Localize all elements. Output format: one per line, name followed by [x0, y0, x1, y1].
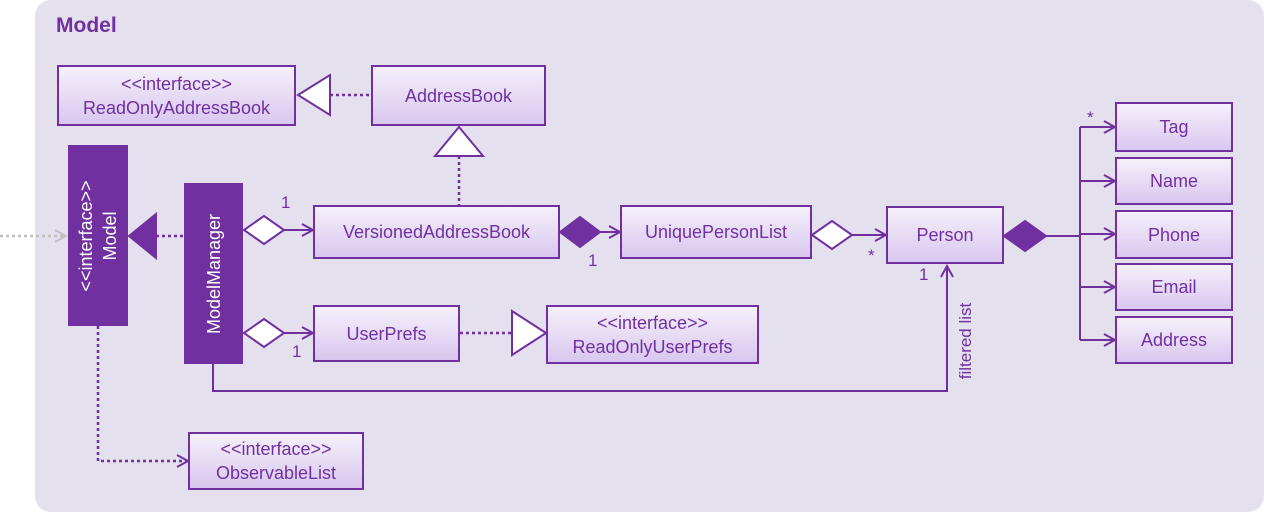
class-name: ReadOnlyUserPrefs — [572, 336, 733, 357]
class-name: UserPrefs — [346, 323, 427, 344]
package-title: Model — [56, 14, 117, 37]
manager-versioned-diamond — [242, 214, 286, 246]
model-interface-class: <<interface>> Model — [68, 145, 128, 326]
manager-userprefs-diamond — [242, 317, 286, 349]
class-name: Tag — [1159, 117, 1189, 137]
filtered-list-line — [212, 266, 947, 392]
multiplicity-manager-versioned: 1 — [281, 193, 291, 212]
addressbook-realization-head — [296, 73, 331, 117]
class-name: ModelManager — [203, 213, 224, 334]
email-class: Email — [1115, 263, 1233, 311]
versioned-address-book-class: VersionedAddressBook — [313, 205, 560, 259]
read-only-user-prefs-class: <<interface>> ReadOnlyUserPrefs — [546, 305, 759, 364]
user-prefs-class: UserPrefs — [313, 305, 460, 362]
userprefs-realization-head — [511, 309, 548, 357]
class-name: UniquePersonList — [644, 222, 788, 242]
multiplicity-manager-userprefs: 1 — [292, 342, 302, 361]
model-manager-class: ModelManager — [184, 183, 243, 364]
stereotype-label: <<interface>> — [120, 73, 233, 94]
manager-realization-head — [127, 211, 157, 261]
stereotype-label: <<interface>> — [596, 312, 709, 333]
unique-person-diamond — [810, 219, 854, 251]
class-name: Model — [100, 210, 120, 261]
phone-class: Phone — [1115, 210, 1233, 259]
class-name: Phone — [1147, 224, 1201, 245]
class-name: Person — [916, 225, 974, 245]
name-class: Name — [1115, 157, 1233, 205]
person-class: Person — [886, 206, 1004, 264]
class-name: ObservableList — [215, 463, 337, 483]
model-observable-line — [96, 326, 188, 461]
multiplicity-person-filtered: 1 — [919, 265, 929, 284]
person-attributes-diamond — [1002, 219, 1048, 253]
class-name: Email — [1151, 277, 1197, 297]
observable-list-class: <<interface>> ObservableList — [188, 432, 364, 490]
class-name: AddressBook — [404, 85, 513, 106]
stereotype-label: <<interface>> — [76, 179, 96, 292]
tag-class: Tag — [1115, 102, 1233, 152]
unique-person-list-class: UniquePersonList — [620, 205, 812, 259]
class-name: ReadOnlyAddressBook — [82, 97, 271, 118]
versioned-unique-diamond — [558, 215, 602, 249]
multiplicity-versioned-unique: 1 — [588, 251, 598, 270]
stereotype-label: <<interface>> — [220, 439, 332, 459]
read-only-address-book-class: <<interface>> ReadOnlyAddressBook — [57, 65, 296, 126]
multiplicity-person-tag: * — [1087, 108, 1094, 127]
class-name: Address — [1140, 330, 1208, 350]
address-book-class: AddressBook — [371, 65, 546, 126]
class-name: Name — [1149, 171, 1198, 191]
address-class: Address — [1115, 316, 1233, 364]
filtered-list-label: filtered list — [956, 302, 975, 380]
multiplicity-unique-person: * — [868, 246, 875, 265]
versioned-generalization-head — [432, 125, 486, 157]
class-name: VersionedAddressBook — [342, 222, 531, 242]
